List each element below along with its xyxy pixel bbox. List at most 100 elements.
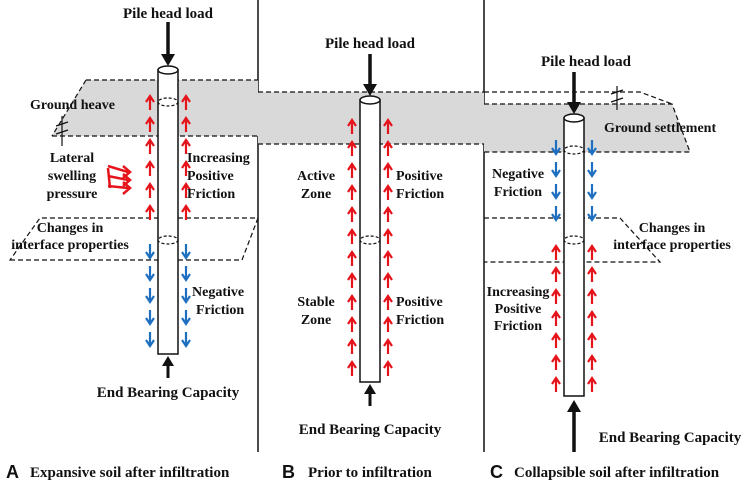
negative-friction-arrow: [551, 184, 561, 200]
positive-friction-arrow: [347, 184, 357, 200]
negative-friction-arrows-c-left: [551, 140, 561, 222]
pile-a-top: [157, 65, 179, 75]
positive-friction-arrow: [181, 182, 191, 198]
negative-label-c-2: Friction: [494, 185, 542, 200]
changes-label-a-2: interface properties: [11, 238, 129, 253]
positive-friction-arrow: [383, 338, 393, 354]
caption-text-a: Expansive soil after infiltration: [30, 465, 230, 481]
positive-friction-arrow: [587, 288, 597, 304]
positive-friction-arrow: [347, 250, 357, 266]
negative-friction-arrow: [145, 332, 155, 348]
captions: A Expansive soil after infiltration B Pr…: [6, 462, 720, 482]
positive-friction-arrow: [383, 294, 393, 310]
positive-friction-arrows-a-right: [181, 94, 191, 220]
caption-letter-b: B: [282, 462, 295, 482]
negative-friction-arrow: [587, 162, 597, 178]
positive-friction-arrow: [383, 250, 393, 266]
positive-friction-arrow: [587, 266, 597, 282]
negative-friction-arrow: [181, 244, 191, 260]
lateral-label-3: pressure: [47, 187, 98, 202]
active-zone-label-1: Active: [297, 169, 335, 184]
positive-bot-label-2: Friction: [396, 313, 444, 328]
positive-friction-arrow: [347, 338, 357, 354]
ground-heave-outline: [51, 79, 258, 137]
ground-settlement-label: Ground settlement: [604, 121, 716, 136]
heave-tick-bottom: [55, 129, 69, 135]
caption-text-b: Prior to infiltration: [308, 465, 433, 481]
positive-friction-arrow: [347, 360, 357, 376]
pile-a: [157, 69, 179, 355]
positive-friction-arrow: [383, 184, 393, 200]
positive-friction-arrow: [181, 204, 191, 220]
positive-friction-arrow: [587, 376, 597, 392]
positive-friction-arrow: [145, 182, 155, 198]
positive-friction-arrow: [551, 376, 561, 392]
increasing-label-c-1: Increasing: [487, 285, 550, 300]
negative-friction-arrow: [145, 244, 155, 260]
increasing-label-c-3: Friction: [494, 319, 542, 334]
settlement-tick-bottom: [610, 97, 624, 103]
positive-top-label-1: Positive: [396, 169, 443, 184]
positive-friction-arrow: [587, 244, 597, 260]
changes-label-a-1: Changes in: [37, 221, 104, 236]
positive-friction-arrow: [551, 310, 561, 326]
negative-label-a-2: Friction: [196, 303, 244, 318]
positive-friction-arrow: [347, 316, 357, 332]
positive-friction-arrow: [181, 94, 191, 110]
positive-friction-arrow: [347, 118, 357, 134]
positive-friction-arrow: [383, 316, 393, 332]
end-bearing-arrowhead-b: [364, 384, 376, 394]
positive-friction-arrow: [145, 94, 155, 110]
end-bearing-label-b: End Bearing Capacity: [299, 422, 442, 438]
negative-friction-arrows-c-right: [587, 140, 597, 222]
negative-friction-arrow: [145, 310, 155, 326]
positive-friction-arrow: [587, 310, 597, 326]
increasing-label-a-3: Friction: [187, 187, 235, 202]
negative-friction-arrow: [145, 266, 155, 282]
positive-friction-arrow: [383, 118, 393, 134]
negative-friction-arrow: [551, 140, 561, 156]
positive-friction-arrow: [551, 266, 561, 282]
positive-friction-arrow: [551, 244, 561, 260]
positive-bot-label-1: Positive: [396, 295, 443, 310]
heave-tick-top: [55, 121, 69, 127]
pile-c-top: [563, 113, 585, 123]
positive-friction-arrow: [383, 206, 393, 222]
pile-a-interface-ring: [157, 235, 179, 245]
settlement-tick-top: [610, 89, 624, 95]
negative-friction-arrow: [587, 184, 597, 200]
positive-friction-arrow: [383, 228, 393, 244]
lateral-label-2: swelling: [48, 169, 96, 184]
head-load-arrowhead-a: [161, 54, 175, 66]
changes-label-c-2: interface properties: [613, 238, 731, 253]
negative-friction-arrow: [181, 310, 191, 326]
negative-friction-arrow: [181, 266, 191, 282]
positive-friction-arrow: [347, 140, 357, 156]
positive-friction-arrow: [347, 162, 357, 178]
positive-friction-arrow: [347, 206, 357, 222]
end-bearing-label-a: End Bearing Capacity: [97, 385, 240, 401]
negative-friction-arrow: [181, 288, 191, 304]
end-bearing-arrowhead-c: [567, 400, 581, 412]
positive-friction-arrow: [383, 162, 393, 178]
positive-friction-arrow: [181, 138, 191, 154]
caption-letter-c: C: [490, 462, 503, 482]
negative-label-c-1: Negative: [492, 167, 544, 182]
negative-friction-arrows-a-right: [181, 244, 191, 348]
ground-heave-label: Ground heave: [30, 98, 115, 113]
positive-top-label-2: Friction: [396, 187, 444, 202]
positive-friction-arrows-a-left: [145, 94, 155, 220]
positive-friction-arrow: [587, 332, 597, 348]
active-zone-label-2: Zone: [301, 187, 331, 202]
positive-friction-arrow: [347, 294, 357, 310]
end-bearing-label-c: End Bearing Capacity: [599, 430, 742, 446]
head-load-arrowhead-c: [567, 102, 581, 114]
positive-friction-arrow: [383, 360, 393, 376]
positive-friction-arrow: [145, 138, 155, 154]
pile-b-top: [359, 95, 381, 105]
positive-friction-arrow: [181, 160, 191, 176]
positive-friction-arrows-c-left: [551, 244, 561, 392]
positive-friction-arrow: [551, 354, 561, 370]
negative-friction-arrow: [181, 332, 191, 348]
